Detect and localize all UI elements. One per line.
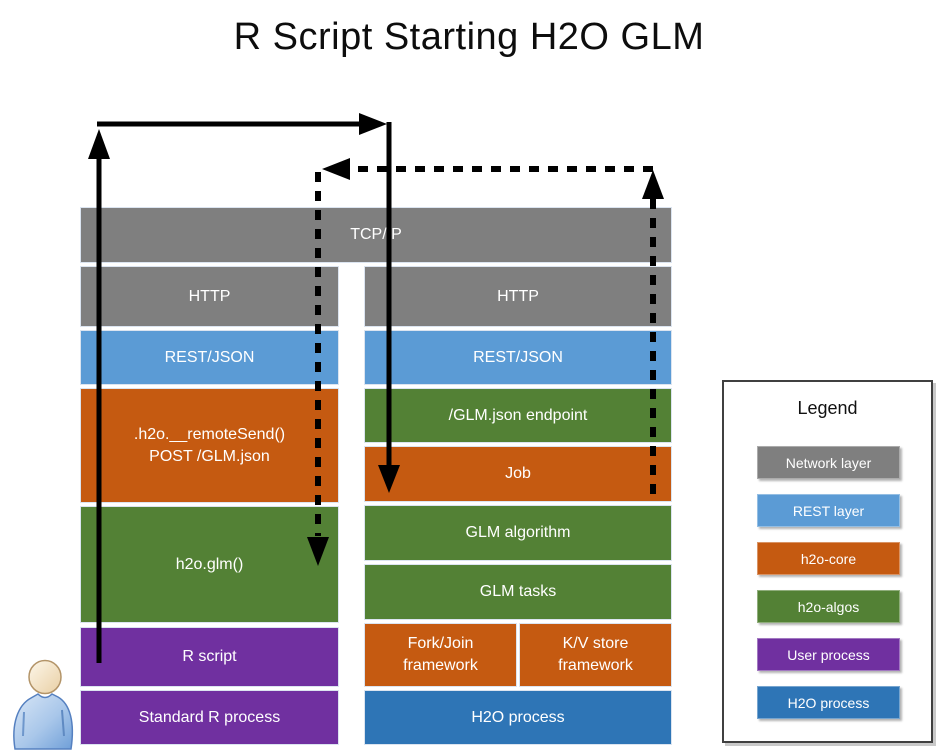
block-label-line: framework	[558, 657, 633, 674]
page-title: R Script Starting H2O GLM	[233, 16, 705, 58]
block-glm-algorithm: GLM algorithm	[364, 505, 672, 561]
block-h2o-process: H2O process	[364, 690, 672, 745]
block-job: Job	[364, 446, 672, 502]
block-rest-json-left: REST/JSON	[80, 330, 339, 385]
legend-item-h2o-algos: h2o-algos	[757, 590, 900, 623]
legend-item-label: H2O process	[787, 694, 870, 711]
block-label: H2O process	[471, 708, 565, 726]
block-r-script: R script	[80, 627, 339, 687]
block-h2o-glm: h2o.glm()	[80, 506, 339, 623]
person-head	[28, 659, 62, 695]
block-tcp-ip: TCP/IP	[80, 207, 672, 263]
person-body	[13, 693, 74, 750]
legend-item-label: User process	[787, 646, 870, 663]
block-glm-json-endpoint: /GLM.json endpoint	[364, 388, 672, 443]
user-person-icon	[13, 659, 74, 750]
legend-item-network-layer: Network layer	[757, 446, 900, 479]
legend-item-rest-layer: REST layer	[757, 494, 900, 527]
block-label-line: POST /GLM.json	[149, 447, 270, 465]
block-http-right: HTTP	[364, 266, 672, 327]
block-label: h2o.glm()	[175, 555, 244, 573]
request-arrow-right	[97, 113, 387, 135]
block-label-line: framework	[403, 657, 478, 674]
block-label: REST/JSON	[164, 348, 255, 366]
block-remotesend: .h2o.__remoteSend() POST /GLM.json	[80, 388, 339, 503]
block-http-left: HTTP	[80, 266, 339, 327]
legend-item-h2o-process: H2O process	[757, 686, 900, 719]
block-standard-r-process: Standard R process	[80, 690, 339, 745]
block-label: GLM tasks	[479, 583, 557, 601]
legend-item-label: REST layer	[792, 502, 865, 519]
block-glm-tasks: GLM tasks	[364, 564, 672, 620]
legend-item-h2o-core: h2o-core	[757, 542, 900, 575]
block-label: GLM algorithm	[465, 524, 571, 542]
block-label-line: Fork/Join	[407, 635, 474, 653]
legend-title: Legend	[797, 398, 858, 418]
response-arrow-left	[322, 158, 653, 180]
block-label: REST/JSON	[473, 348, 563, 366]
legend-item-label: h2o-core	[800, 550, 857, 567]
person-arm-line	[22, 711, 25, 737]
block-label: HTTP	[188, 287, 231, 305]
legend-box: Legend Network layer REST layer h2o-core…	[722, 380, 933, 743]
block-label: /GLM.json endpoint	[448, 406, 588, 424]
block-label: R script	[182, 648, 237, 666]
legend-item-label: Network layer	[785, 454, 872, 471]
block-label: HTTP	[497, 287, 539, 305]
block-label: TCP/IP	[350, 226, 402, 244]
block-rest-json-right: REST/JSON	[364, 330, 672, 385]
block-label-line: K/V store	[562, 635, 629, 653]
block-label: Job	[505, 465, 531, 483]
block-label-line: .h2o.__remoteSend()	[133, 425, 286, 443]
block-kv-store-framework: K/V store framework	[519, 623, 672, 687]
legend-item-label: h2o-algos	[797, 598, 860, 615]
block-label: Standard R process	[138, 708, 281, 726]
block-forkjoin-framework: Fork/Join framework	[364, 623, 517, 687]
legend-item-user-process: User process	[757, 638, 900, 671]
person-arm-line	[61, 709, 65, 737]
